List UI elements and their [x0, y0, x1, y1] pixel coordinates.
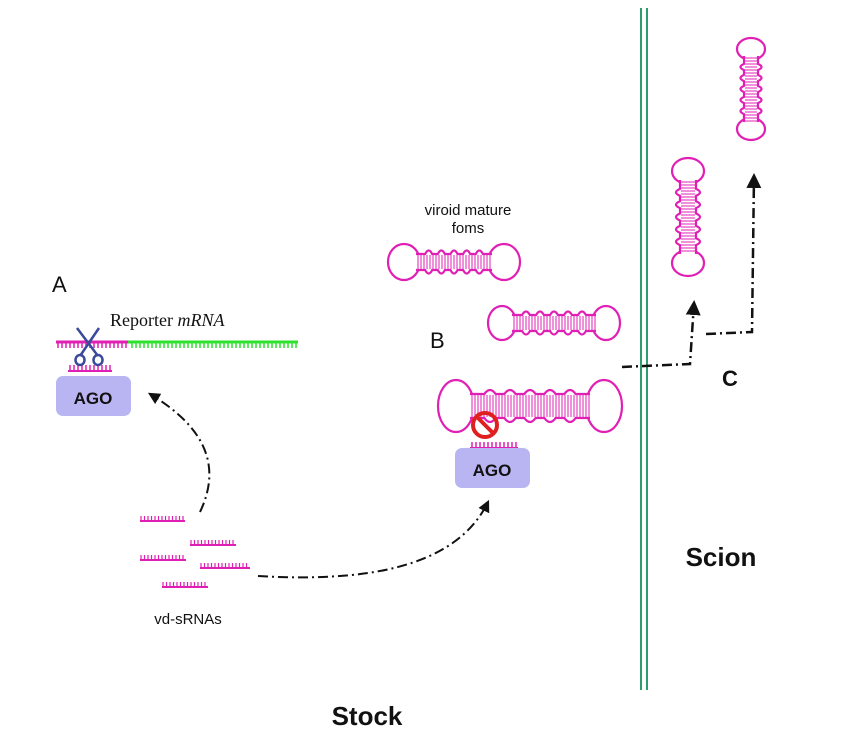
- ago-a-label: AGO: [74, 389, 113, 408]
- scion-label: Scion: [686, 542, 757, 572]
- viroid-mature-form: [386, 242, 522, 282]
- no-entry-icon: [471, 411, 499, 439]
- vd-srna-fragment: [140, 555, 186, 561]
- ago-b-guide-srna: [470, 442, 518, 449]
- ago-a-guide-srna: [68, 365, 112, 372]
- panel-label-b: B: [430, 328, 445, 353]
- arrow-to-scion-upper: [705, 173, 762, 336]
- ago-protein-a: AGO: [56, 376, 131, 416]
- arrow-to-ago-a: [147, 392, 211, 513]
- vd-srna-fragment: [162, 582, 208, 588]
- vd-srna-fragment: [140, 516, 185, 522]
- graft-union-line: [640, 8, 648, 690]
- reporter-label-prefix: Reporter: [110, 310, 177, 330]
- panel-label-a: A: [52, 272, 67, 297]
- vd-srnas-label: vd-sRNAs: [154, 611, 222, 628]
- vd-srna-fragment: [200, 563, 250, 569]
- vd-srna-fragments: [140, 516, 250, 588]
- reporter-mrna-label: Reporter mRNA: [110, 310, 225, 330]
- viroid-mature-form: [486, 304, 622, 342]
- arrow-to-ago-b: [257, 499, 490, 579]
- stock-label: Stock: [332, 701, 403, 731]
- viroid-label-line2: foms: [452, 220, 485, 237]
- viroid-label-line1: viroid mature: [425, 202, 512, 219]
- arrow-to-scion-lower: [621, 300, 701, 369]
- ago-protein-b: AGO: [455, 448, 530, 488]
- ago-b-label: AGO: [473, 461, 512, 480]
- vd-srna-fragment: [190, 540, 236, 546]
- viroid-scion-form: [735, 36, 767, 142]
- reporter-label-italic: mRNA: [177, 310, 225, 330]
- panel-label-c: C: [722, 366, 738, 391]
- viroid-scion-form: [670, 156, 706, 278]
- viroid-mature-form-bound: [436, 378, 624, 434]
- scissors-icon: [74, 327, 104, 367]
